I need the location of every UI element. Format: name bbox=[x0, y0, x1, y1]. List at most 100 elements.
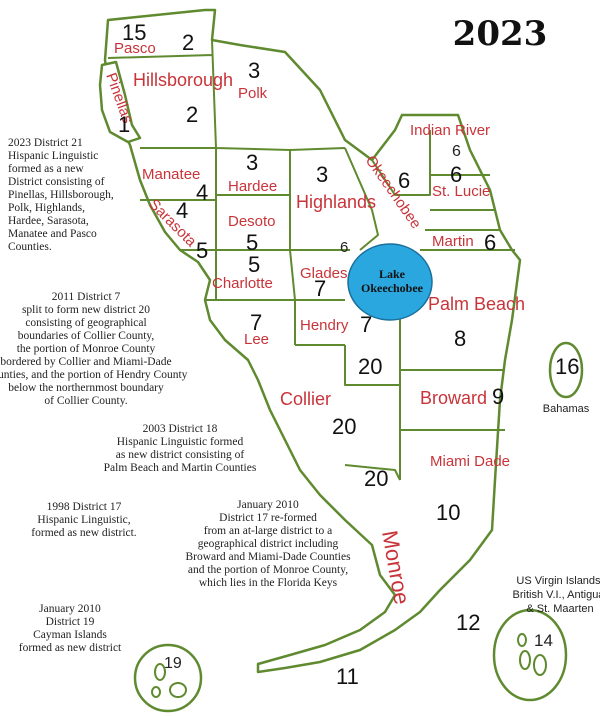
district-14: 14 bbox=[534, 631, 553, 650]
note-2023-line: Pinellas, Hillsborough, bbox=[8, 189, 114, 201]
county-pasco: Pasco bbox=[114, 40, 156, 57]
note-2010-district-17-line: which lies in the Florida Keys bbox=[199, 577, 338, 589]
district-2-hillsborough: 2 bbox=[186, 102, 198, 127]
note-1998-line: formed as new district. bbox=[31, 527, 137, 539]
note-2011-line: Counties, and the portion of Hendry Coun… bbox=[0, 369, 188, 381]
note-2010-district-17-line: and the portion of Monroe County, bbox=[188, 564, 348, 576]
note-2023-line: Hardee, Sarasota, bbox=[8, 215, 89, 227]
district-6-martin: 6 bbox=[484, 230, 496, 255]
lake-label-1: Lake bbox=[379, 267, 406, 281]
note-2023-line: Hispanic Linguistic bbox=[8, 150, 98, 162]
county-st-lucie: St. Lucie bbox=[432, 183, 490, 200]
note-2023-line: Polk, Highlands, bbox=[8, 202, 85, 214]
note-2003-line: as new district consisting of bbox=[116, 449, 245, 461]
note-2011-line: the portion of Monroe County bbox=[17, 343, 156, 355]
note-2010-district-17-line: geographical district including bbox=[198, 538, 339, 550]
county-miami-dade: Miami Dade bbox=[430, 453, 510, 470]
note-2010-district-17-line: January 2010 bbox=[237, 499, 299, 511]
county-martin: Martin bbox=[432, 233, 474, 250]
note-2011-line: bordered by Collier and Miami-Dade bbox=[0, 356, 171, 368]
district-6-glades: 6 bbox=[340, 239, 348, 256]
bahamas-oval bbox=[548, 341, 584, 399]
lake-label-2: Okeechobee bbox=[361, 281, 424, 295]
island-shape bbox=[154, 663, 166, 681]
district-20-monroe: 20 bbox=[364, 466, 388, 491]
island-shape bbox=[517, 633, 527, 647]
district-12: 12 bbox=[456, 610, 480, 635]
pinellas-outline bbox=[98, 60, 142, 144]
county-hardee: Hardee bbox=[228, 178, 277, 195]
peninsula-outline bbox=[103, 8, 522, 674]
district-20-collier: 20 bbox=[332, 414, 356, 439]
bahamas-label: Bahamas bbox=[543, 403, 590, 415]
note-2011-line: below the northernmost boundary bbox=[8, 382, 164, 394]
district-6-indian-river: 6 bbox=[452, 143, 461, 160]
district-2-pasco: 2 bbox=[182, 30, 194, 55]
map-title: 2023 bbox=[453, 14, 548, 54]
note-2023-line: District consisting of bbox=[8, 176, 105, 188]
district-3-hardee: 3 bbox=[246, 150, 258, 175]
note-2011-line: 2011 District 7 bbox=[52, 291, 121, 303]
county-indian-river: Indian River bbox=[410, 122, 490, 139]
note-2011-line: consisting of geographical bbox=[25, 317, 146, 329]
district-7-hendry: 7 bbox=[360, 312, 372, 337]
county-polk: Polk bbox=[238, 85, 268, 102]
district-7-lee: 7 bbox=[250, 310, 262, 335]
county-palm-beach: Palm Beach bbox=[428, 294, 525, 314]
island-shape bbox=[151, 686, 161, 698]
district-11: 11 bbox=[336, 664, 359, 689]
district-7-glades: 7 bbox=[314, 276, 326, 301]
lake-okeechobee bbox=[347, 243, 433, 321]
note-2011-line: split to form new district 20 bbox=[22, 304, 150, 316]
note-1998-line: Hispanic Linguistic, bbox=[37, 514, 130, 526]
note-2023-line: formed as a new bbox=[8, 163, 84, 175]
district-5-charlotte: 5 bbox=[248, 252, 260, 277]
county-charlotte: Charlotte bbox=[212, 275, 273, 292]
district-5-sarasota: 5 bbox=[196, 238, 208, 263]
note-2010-district-19-line: formed as new district bbox=[19, 642, 122, 654]
note-2023-line: Counties. bbox=[8, 241, 52, 253]
district-10: 10 bbox=[436, 500, 460, 525]
county-hendry: Hendry bbox=[300, 317, 349, 334]
note-2011-line: of Collier County. bbox=[44, 395, 127, 407]
note-2010-district-17-line: District 17 re-formed bbox=[219, 512, 317, 524]
district-19: 19 bbox=[164, 655, 182, 672]
usvi-label-2: British V.I., Antigua, bbox=[513, 589, 600, 601]
note-1998-line: 1998 District 17 bbox=[47, 501, 122, 513]
note-2010-district-19-line: January 2010 bbox=[39, 603, 101, 615]
district-4-sarasota: 4 bbox=[176, 198, 188, 223]
county-hillsborough: Hillsborough bbox=[133, 70, 233, 90]
note-2010-district-19-line: Cayman Islands bbox=[33, 629, 107, 641]
island-shape bbox=[533, 654, 547, 676]
island-shape bbox=[519, 650, 531, 670]
note-2023-line: 2023 District 21 bbox=[8, 137, 83, 149]
usvi-label-3: & St. Maarten bbox=[526, 603, 593, 615]
district-8: 8 bbox=[454, 326, 466, 351]
district-20-north: 20 bbox=[358, 354, 382, 379]
district-6-okeechobee: 6 bbox=[398, 168, 410, 193]
district-15: 15 bbox=[122, 20, 146, 45]
note-2010-district-17-line: Broward and Miami-Dade Counties bbox=[185, 551, 351, 563]
district-9: 9 bbox=[492, 384, 504, 409]
district-5-desoto: 5 bbox=[246, 230, 258, 255]
district-1: 1 bbox=[118, 112, 130, 137]
county-manatee: Manatee bbox=[142, 166, 200, 183]
county-desoto: Desoto bbox=[228, 213, 276, 230]
county-collier: Collier bbox=[280, 389, 331, 409]
district-6-st-lucie: 6 bbox=[450, 162, 462, 187]
county-glades: Glades bbox=[300, 265, 348, 282]
district-3-highlands: 3 bbox=[316, 162, 328, 187]
note-2010-district-17-line: from an at-large district to a bbox=[204, 525, 332, 537]
county-highlands: Highlands bbox=[296, 192, 376, 212]
note-2003-line: Hispanic Linguistic formed bbox=[117, 436, 244, 448]
county-lee: Lee bbox=[244, 331, 269, 348]
note-2003-line: 2003 District 18 bbox=[143, 423, 218, 435]
